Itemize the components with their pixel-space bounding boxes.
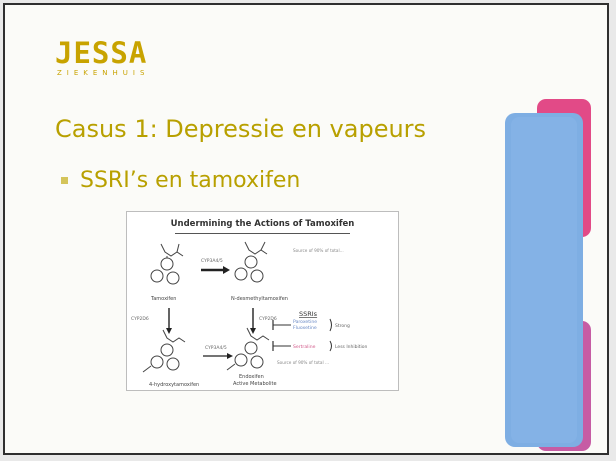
- diagram-title-underline: [175, 233, 350, 234]
- label-enzyme-4: CYP3A4/5: [205, 345, 227, 351]
- label-endoxifen: Endoxifen: [239, 374, 264, 380]
- diagram-canvas: Tamoxifen CYP3A4/5 N-desmethyltamoxifen …: [131, 241, 367, 388]
- note-source-1: Source of 90% of total...: [293, 248, 344, 253]
- label-paroxetine: Paroxetine: [293, 319, 317, 325]
- molecule-endoxifen-icon: [226, 327, 270, 371]
- bullet-item: SSRI’s en tamoxifen: [61, 168, 300, 193]
- decor-blue-bar-inner: [511, 117, 577, 443]
- label-enzyme-2: CYP2D6: [131, 316, 149, 322]
- label-tamoxifen: Tamoxifen: [150, 296, 176, 302]
- label-ssris: SSRIs: [299, 310, 318, 318]
- label-strong: Strong: [335, 323, 350, 329]
- label-enzyme-3: CYP2D6: [259, 316, 277, 322]
- molecule-desmethyl-icon: [234, 241, 268, 283]
- label-sertraline: Sertraline: [293, 344, 316, 350]
- label-less-inhibition: Less Inhibition: [335, 344, 367, 350]
- bullet-text: SSRI’s en tamoxifen: [80, 168, 301, 193]
- molecule-hydroxy-icon: [142, 329, 186, 373]
- label-hydroxy: 4-hydroxytamoxifen: [149, 382, 199, 388]
- jessa-logo: JESSA ZIEKENHUIS: [55, 36, 150, 78]
- label-desmethyl: N-desmethyltamoxifen: [231, 296, 288, 302]
- molecule-tamoxifen-icon: [150, 243, 184, 285]
- bullet-square-icon: [61, 177, 68, 184]
- logo-main-text: JESSA: [55, 36, 148, 70]
- label-fluoxetine: Fluoxetine: [293, 325, 317, 331]
- note-source-2: Source of 90% of total ...: [277, 360, 329, 365]
- slide: JESSA ZIEKENHUIS Casus 1: Depressie en v…: [3, 3, 609, 455]
- label-active-metabolite: Active Metabolite: [233, 381, 277, 387]
- logo-sub-text: ZIEKENHUIS: [57, 69, 150, 77]
- diagram-title: Undermining the Actions of Tamoxifen: [170, 219, 355, 229]
- metabolism-diagram: Undermining the Actions of Tamoxifen Tam…: [126, 211, 399, 391]
- label-enzyme-1: CYP3A4/5: [201, 258, 223, 264]
- slide-title: Casus 1: Depressie en vapeurs: [55, 115, 427, 143]
